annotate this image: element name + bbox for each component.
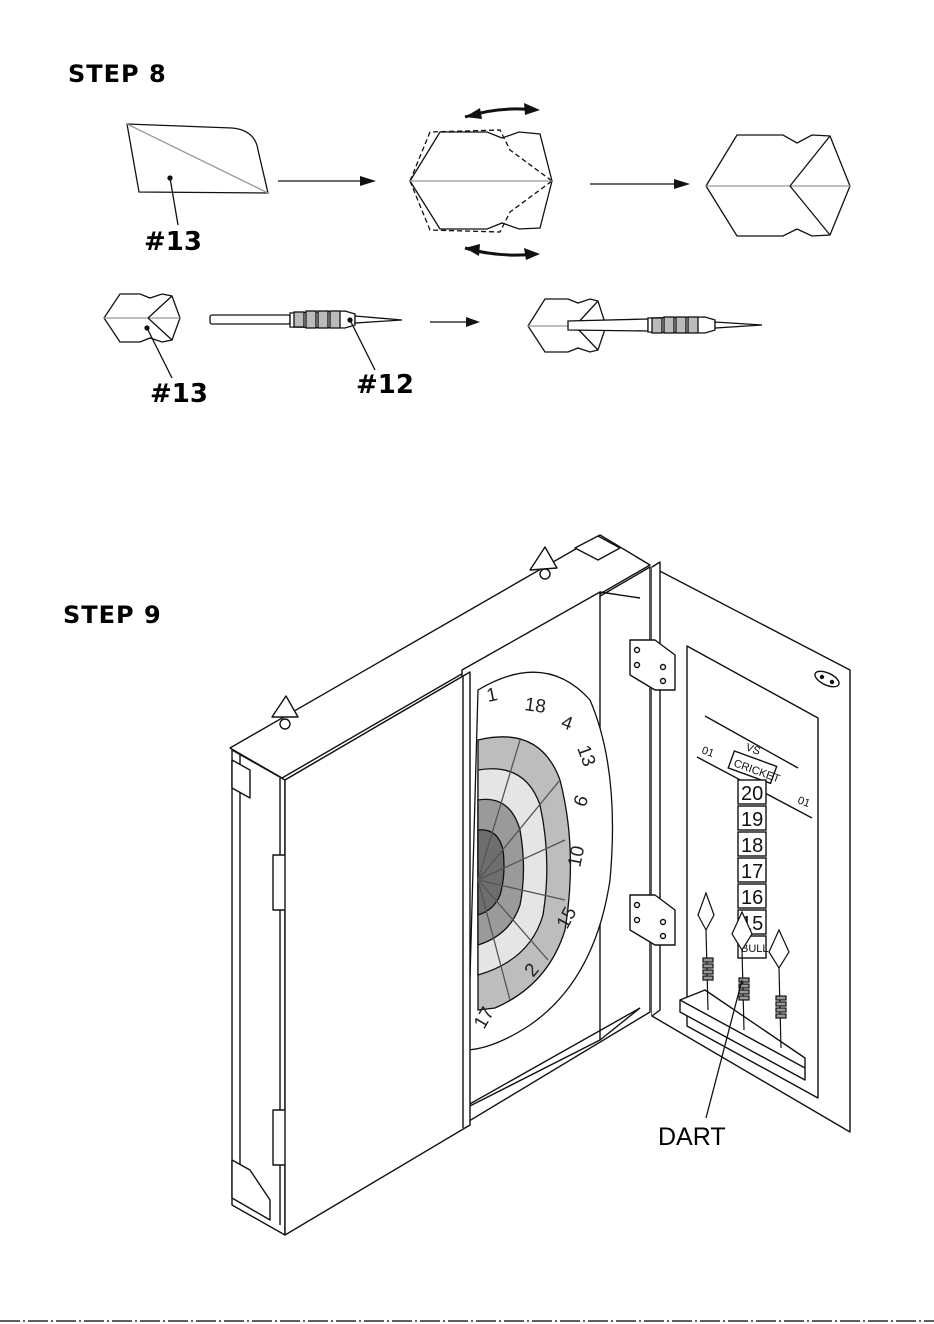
- scoreboard-row: 18: [741, 835, 763, 857]
- scoreboard-row: 17: [741, 861, 763, 883]
- flight-label-13-bottom: #13: [150, 379, 208, 409]
- folded-flight-illustration: [706, 135, 850, 236]
- dartboard-number: 18: [523, 694, 547, 718]
- dart-shaft-barrel-illustration: [210, 311, 402, 370]
- fold-arrow-icon: [465, 103, 540, 119]
- flight-label-13-top: #13: [144, 227, 202, 257]
- arrow-right-icon: [590, 179, 690, 189]
- fold-arrow-icon: [465, 244, 540, 260]
- arrow-right-icon: [430, 317, 480, 327]
- folding-flight-illustration: [410, 130, 552, 232]
- small-flight-illustration: [104, 294, 180, 378]
- flat-flight-illustration: [127, 124, 268, 225]
- shaft-label-12: #12: [356, 370, 414, 400]
- scoreboard-row: 20: [741, 783, 763, 805]
- scoreboard-row: 19: [741, 809, 763, 831]
- arrow-right-icon: [278, 176, 376, 186]
- scoreboard-row: 16: [741, 887, 763, 909]
- assembled-dart-illustration: [528, 299, 762, 352]
- dart-label: DART: [658, 1123, 726, 1151]
- dartboard-number: 10: [564, 844, 589, 869]
